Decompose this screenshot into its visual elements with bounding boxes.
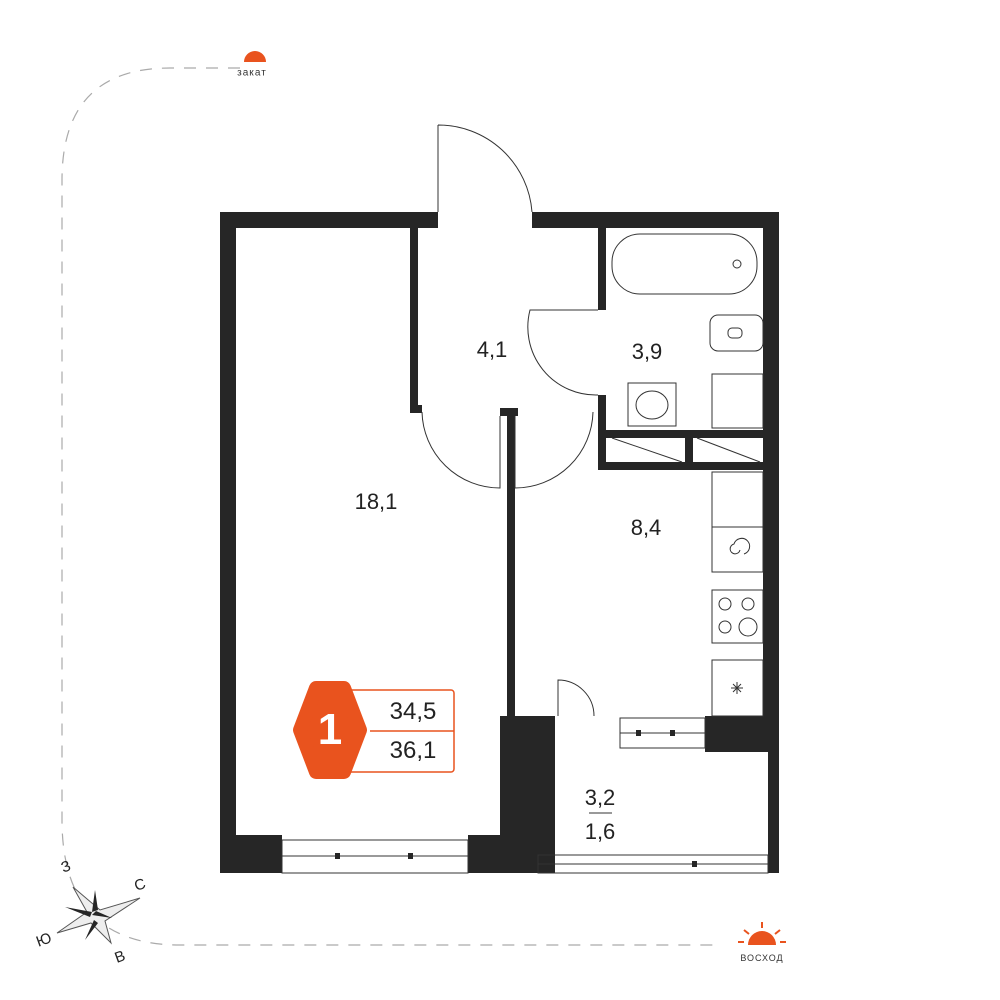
entrance-door [437, 124, 533, 213]
balcony-area-reduced: 1,6 [584, 819, 616, 844]
sunrise-icon [738, 922, 786, 945]
room-area-bathroom: 3,9 [631, 339, 663, 364]
badge [293, 681, 455, 779]
washer [711, 373, 764, 429]
kitchen-sink [711, 471, 764, 528]
sunrise-label: восход [740, 953, 784, 963]
sunset-icon [244, 51, 266, 62]
kitchen-door [514, 411, 594, 489]
stove [711, 589, 764, 644]
room-area-hall: 4,1 [476, 337, 508, 362]
room-area-living: 18,1 [354, 489, 398, 514]
hood [711, 526, 764, 573]
compass-rose-icon [56, 886, 141, 945]
bathtub [611, 233, 758, 295]
room-count: 1 [317, 705, 343, 754]
total-area: 36,1 [389, 737, 437, 764]
balcony-door [557, 679, 595, 717]
sunset-label: закат [237, 67, 267, 79]
fridge [711, 659, 764, 717]
room-area-kitchen: 8,4 [630, 515, 662, 540]
sink [627, 382, 677, 427]
balcony-area-total: 3,2 [584, 785, 616, 810]
living-door [421, 411, 501, 489]
bath-door [527, 309, 599, 396]
walls [220, 212, 779, 873]
living-area: 34,5 [389, 698, 437, 725]
toilet [709, 314, 764, 352]
